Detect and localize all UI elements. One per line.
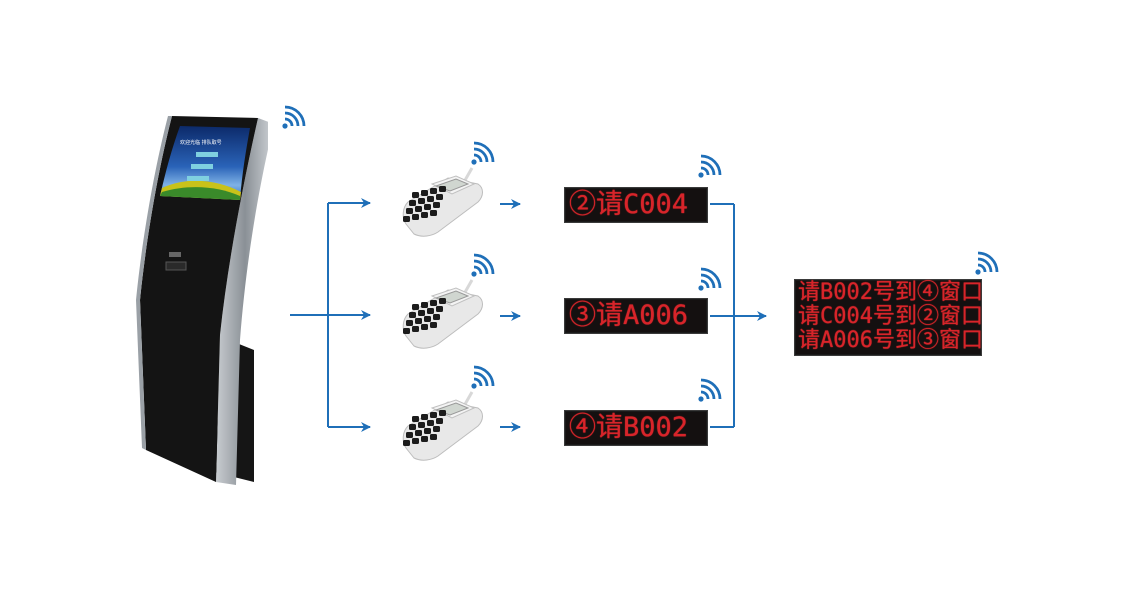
keypad-key (403, 440, 410, 446)
keypad-key (436, 194, 443, 200)
keypad-key (415, 206, 422, 212)
keypad-key (421, 190, 428, 196)
kiosk-side-frame (216, 118, 268, 485)
keypad-key (421, 414, 428, 420)
keypad-key (415, 430, 422, 436)
keypad-key (433, 314, 440, 320)
keypad-key (418, 198, 425, 204)
keypad-key (403, 216, 410, 222)
keypad-key (439, 298, 446, 304)
wifi-icon-caller-2 (470, 252, 496, 282)
keypad-key (412, 304, 419, 310)
keypad-key (412, 416, 419, 422)
keypad-key (427, 420, 434, 426)
keypad-key (421, 212, 428, 218)
keypad-key (418, 422, 425, 428)
wifi-icon-display-2 (697, 266, 723, 296)
main-display-line: 请B002号到④窗口 (798, 280, 983, 305)
keypad-key (409, 312, 416, 318)
wifi-icon-kiosk (281, 104, 307, 134)
keypad-key (430, 210, 437, 216)
keypad-key (430, 434, 437, 440)
call-text: 请B002 (596, 412, 689, 443)
main-display-line: 请A006号到③窗口 (798, 328, 983, 353)
keypad-key (436, 306, 443, 312)
keypad-key (406, 208, 413, 214)
keypad-key (409, 424, 416, 430)
main-display: 请B002号到④窗口 请C004号到②窗口 请A006号到③窗口 (794, 279, 983, 356)
window-number: ④ (569, 412, 596, 443)
keypad-key (406, 432, 413, 438)
keypad-key (439, 410, 446, 416)
kiosk-screen-button-3[interactable] (187, 176, 209, 181)
keypad-key (412, 214, 419, 220)
keypad-key (403, 328, 410, 334)
keypad-key (424, 316, 431, 322)
keypad-key (433, 426, 440, 432)
keypad-key (421, 302, 428, 308)
caller-keypad-2[interactable] (398, 274, 488, 358)
kiosk-ticket-slot (165, 261, 187, 271)
kiosk-screen-button-1[interactable] (196, 152, 218, 157)
window-display-2: ③请A006 (564, 298, 708, 334)
call-text: 请C004 (596, 189, 689, 220)
keypad-key (436, 418, 443, 424)
keypad-key (421, 436, 428, 442)
call-text: 请A006 (596, 300, 689, 331)
wifi-icon-display-1 (697, 153, 723, 183)
main-display-line: 请C004号到②窗口 (798, 304, 983, 329)
wifi-icon-caller-1 (470, 140, 496, 170)
window-number: ② (569, 189, 596, 220)
keypad-key (427, 308, 434, 314)
keypad-key (430, 412, 437, 418)
keypad-key (439, 186, 446, 192)
keypad-key (415, 318, 422, 324)
caller-keypad-3[interactable] (398, 386, 488, 470)
keypad-key (424, 428, 431, 434)
caller-keypad-1[interactable] (398, 162, 488, 246)
keypad-key (430, 322, 437, 328)
keypad-key (433, 202, 440, 208)
keypad-key (430, 300, 437, 306)
keypad-key (409, 200, 416, 206)
wifi-icon-display-3 (697, 377, 723, 407)
window-display-3: ④请B002 (564, 410, 708, 446)
keypad-key (427, 196, 434, 202)
keypad-key (412, 326, 419, 332)
kiosk-screen-button-2[interactable] (191, 164, 213, 169)
keypad-key (412, 438, 419, 444)
kiosk-body (140, 116, 258, 482)
keypad-key (412, 192, 419, 198)
wifi-icon-caller-3 (470, 364, 496, 394)
keypad-key (421, 324, 428, 330)
kiosk-screen (160, 126, 250, 200)
keypad-key (424, 204, 431, 210)
wifi-icon-main-display (974, 250, 1000, 280)
keypad-key (406, 320, 413, 326)
keypad-key (430, 188, 437, 194)
keypad-key (418, 310, 425, 316)
window-display-1: ②请C004 (564, 187, 708, 223)
kiosk: 欢迎光临 排队取号 (136, 116, 268, 485)
kiosk-screen-title: 欢迎光临 排队取号 (180, 139, 222, 146)
window-number: ③ (569, 300, 596, 331)
